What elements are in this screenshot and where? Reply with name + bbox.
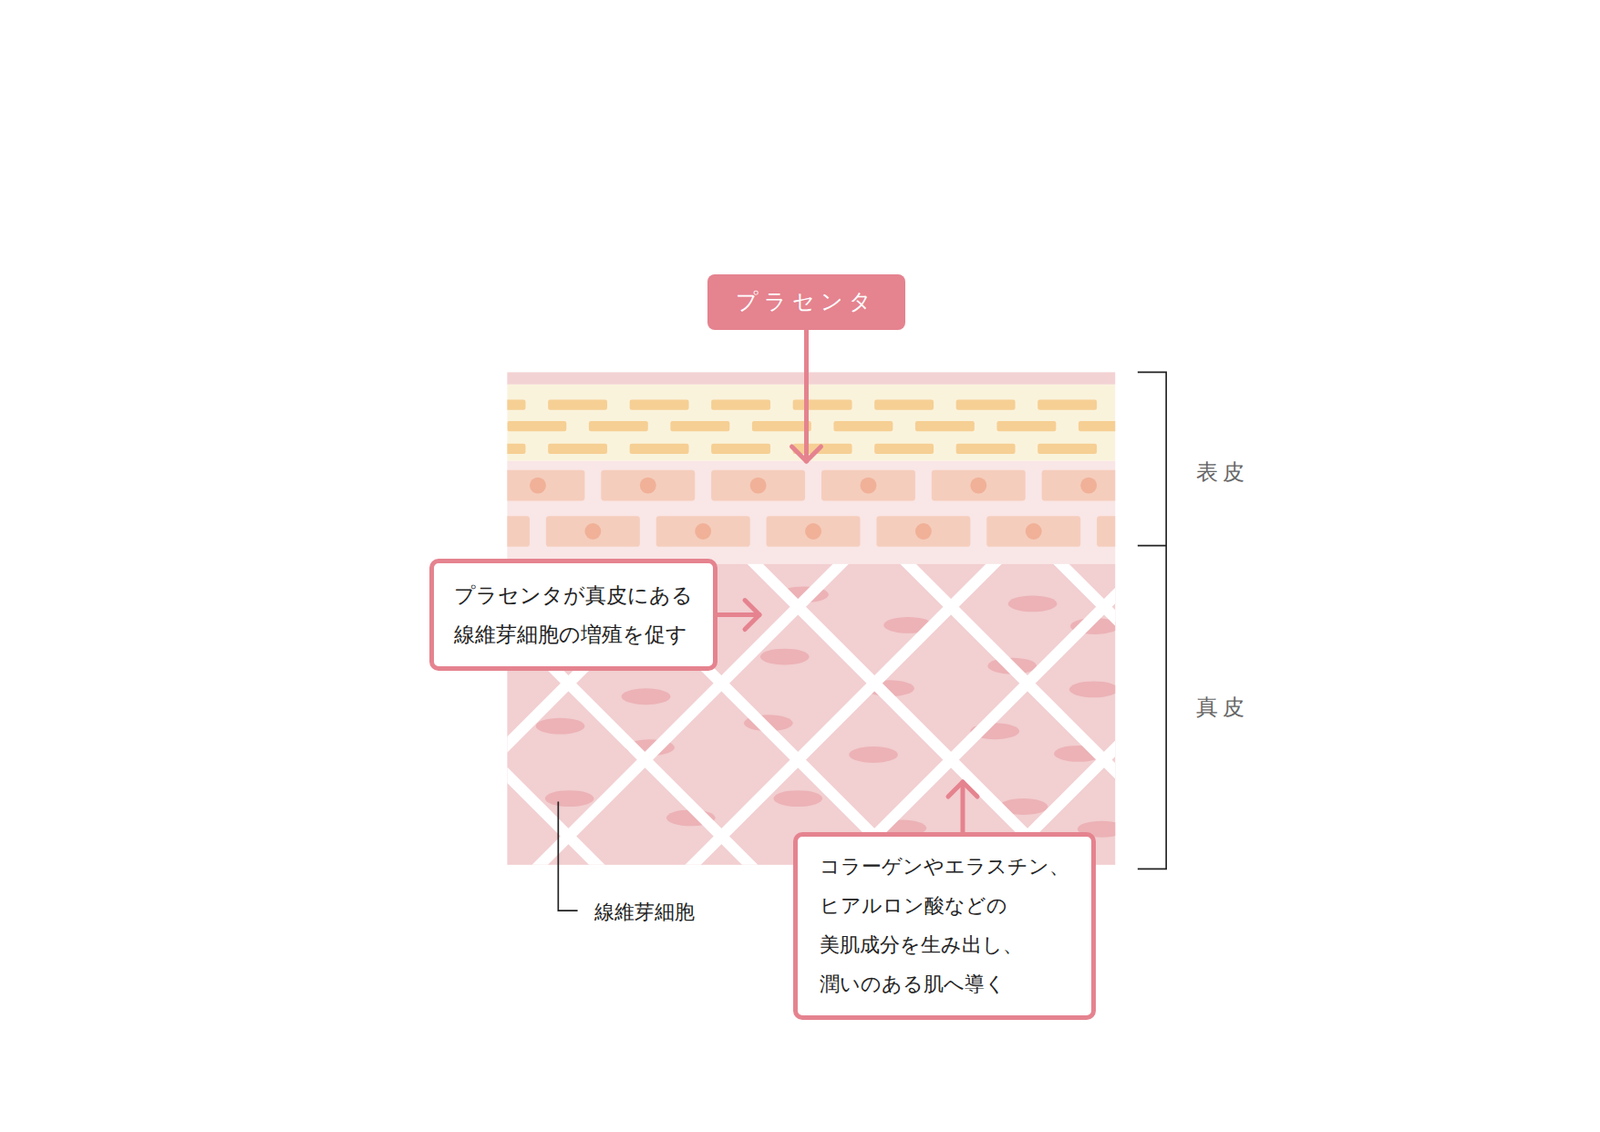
horny-cell <box>793 443 853 455</box>
horny-cell <box>752 421 812 432</box>
horny-cell <box>506 421 567 432</box>
callout-box: プラセンタが真皮にある 線維芽細胞の増殖を促す <box>429 558 718 671</box>
horny-cell <box>547 443 608 455</box>
bracket <box>1137 371 1167 869</box>
fibroblast <box>773 790 823 807</box>
epidermal-cell <box>931 470 1026 502</box>
title-text: プラセンタ <box>735 289 878 316</box>
horny-cell <box>996 421 1056 432</box>
collagen-lattice <box>506 564 1115 866</box>
cell-nucleus <box>584 523 601 540</box>
horny-cell <box>793 400 853 411</box>
epidermal-cell <box>506 470 585 502</box>
bracket <box>1137 546 1167 870</box>
epidermal-cell <box>821 470 916 502</box>
horny-cell <box>956 443 1016 455</box>
horny-cells <box>506 400 1115 455</box>
skin-surface <box>506 371 1115 384</box>
collagen-fiber <box>506 564 1115 866</box>
effect-arrow <box>960 782 966 833</box>
horny-cell <box>670 421 730 432</box>
epidermal-cell <box>986 516 1081 548</box>
epidermal-cell <box>711 470 806 502</box>
leader-line <box>557 801 578 911</box>
epidermal-cell <box>600 470 695 502</box>
penetration-arrow <box>804 330 809 462</box>
collagen-fiber <box>506 564 1115 692</box>
layer-label: 表皮 <box>1196 457 1250 487</box>
horny-cell <box>506 443 526 455</box>
cell-nucleus <box>1025 523 1043 540</box>
cell-nucleus <box>529 477 547 495</box>
bracket <box>1137 371 1167 546</box>
arrow-head <box>948 782 978 797</box>
horny-cell <box>629 443 690 455</box>
horny-cell <box>711 400 771 411</box>
layer-label: 真皮 <box>1196 692 1250 723</box>
collagen-fiber <box>506 640 1115 866</box>
epidermal-cells <box>506 470 1115 548</box>
cell-nucleus <box>805 523 822 540</box>
callout-box: コラーゲンやエラスチン、 ヒアルロン酸などの 美肌成分を生み出し、 潤いのある肌… <box>793 832 1096 1021</box>
collagen-fiber <box>506 564 1115 866</box>
fibroblast <box>545 790 595 807</box>
horny-cell <box>1037 443 1097 455</box>
epidermal-cell <box>766 516 861 548</box>
fibroblast <box>848 746 899 764</box>
title-box: プラセンタ <box>707 274 906 331</box>
cell-nucleus <box>640 477 657 495</box>
callout-text: コラーゲンやエラスチン、 ヒアルロン酸などの 美肌成分を生み出し、 潤いのある肌… <box>819 847 1070 1005</box>
cell-nucleus <box>915 523 932 540</box>
collagen-fiber <box>506 564 1115 866</box>
epidermal-cell <box>656 516 751 548</box>
horny-cell <box>874 400 934 411</box>
effect-arrow <box>717 612 760 618</box>
horny-cell <box>915 421 975 432</box>
cell-nucleus <box>970 477 987 495</box>
collagen-fiber <box>506 792 1115 865</box>
horny-cell <box>956 400 1016 411</box>
collagen-fiber <box>506 564 1115 866</box>
fibroblast <box>1069 681 1115 698</box>
cell-nucleus <box>1080 477 1097 495</box>
cell-nucleus <box>750 477 767 495</box>
epidermal-cell <box>876 516 971 548</box>
collagen-fiber <box>506 564 1115 866</box>
horny-cell <box>874 443 934 455</box>
collagen-fiber <box>506 564 1115 866</box>
epidermal-cell <box>506 516 530 548</box>
collagen-fiber <box>506 564 1115 866</box>
part-label: 線維芽細胞 <box>594 898 695 927</box>
horny-cell <box>629 400 690 411</box>
fibroblast <box>536 718 586 735</box>
epidermal-cell <box>1042 470 1116 502</box>
horny-cell <box>588 421 649 432</box>
horny-cell <box>506 400 526 411</box>
horny-cell <box>833 421 893 432</box>
arrow-head <box>792 446 822 462</box>
fibroblast <box>621 688 671 705</box>
arrow-head <box>744 600 760 630</box>
cell-nucleus <box>860 477 878 495</box>
cell-layer <box>506 461 1115 565</box>
horny-layer <box>506 384 1115 462</box>
cell-nucleus <box>694 523 712 540</box>
horny-cell <box>547 400 608 411</box>
horny-cell <box>711 443 771 455</box>
horny-cell <box>1037 400 1097 411</box>
epidermal-cell <box>1096 516 1115 548</box>
fibroblast <box>1008 595 1058 612</box>
epidermal-cell <box>546 516 640 548</box>
callout-text: プラセンタが真皮にある 線維芽細胞の増殖を促す <box>454 576 693 654</box>
horny-cell <box>1078 421 1115 432</box>
fibroblast <box>760 649 810 666</box>
